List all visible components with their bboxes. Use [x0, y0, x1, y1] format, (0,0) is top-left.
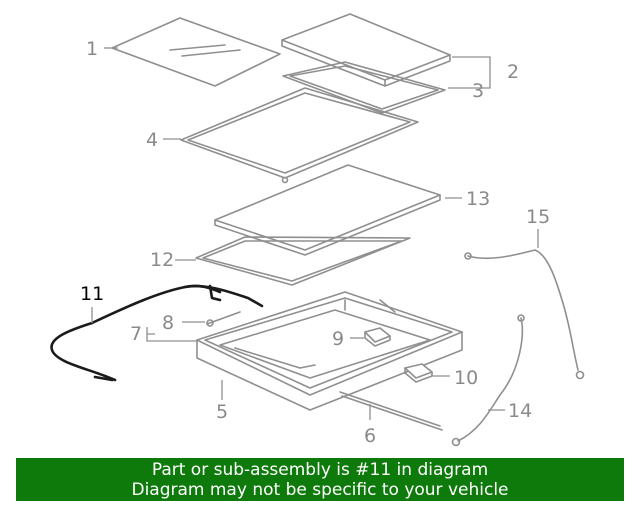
- leader-lines: [91, 47, 539, 420]
- callout-8: 8: [162, 312, 174, 334]
- part-2-glass-assembly: [281, 13, 451, 87]
- callout-9: 9: [332, 328, 344, 350]
- part-13-sunshade: [214, 164, 441, 256]
- callout-1: 1: [86, 38, 98, 60]
- callout-14: 14: [508, 400, 532, 422]
- callout-15: 15: [526, 206, 550, 228]
- callout-7: 7: [130, 323, 142, 345]
- callout-12: 12: [150, 249, 174, 271]
- part-info-banner: Part or sub-assembly is #11 in diagram D…: [16, 458, 624, 501]
- callout-4: 4: [146, 129, 158, 151]
- part-8-clip: [206, 311, 241, 327]
- callout-6: 6: [364, 425, 376, 447]
- part-14-drain-hose: [451, 314, 525, 447]
- part-10-module: [404, 363, 433, 383]
- banner-line-2: Diagram may not be specific to your vehi…: [131, 479, 509, 500]
- part-5-sunroof-frame: [196, 291, 463, 411]
- callout-10: 10: [454, 367, 478, 389]
- part-12-deflector-seal: [195, 236, 411, 286]
- part-15-drain-hose: [464, 249, 585, 380]
- part-9-motor: [364, 327, 391, 347]
- callout-5: 5: [216, 401, 228, 423]
- part-11-wiring-harness: [50, 284, 264, 382]
- sunroof-parts-diagram: 1 2 3 4 13 15 12 11 8 7 9 10 5 14 6: [50, 13, 585, 447]
- callout-2: 2: [507, 61, 519, 83]
- banner-line-1: Part or sub-assembly is #11 in diagram: [151, 459, 489, 480]
- part-4-frame-seal: [180, 87, 419, 184]
- callout-13: 13: [466, 188, 490, 210]
- callout-3: 3: [472, 80, 484, 102]
- part-6-rail: [339, 391, 443, 431]
- callout-11: 11: [80, 283, 104, 305]
- part-1-glass-panel: [111, 17, 281, 87]
